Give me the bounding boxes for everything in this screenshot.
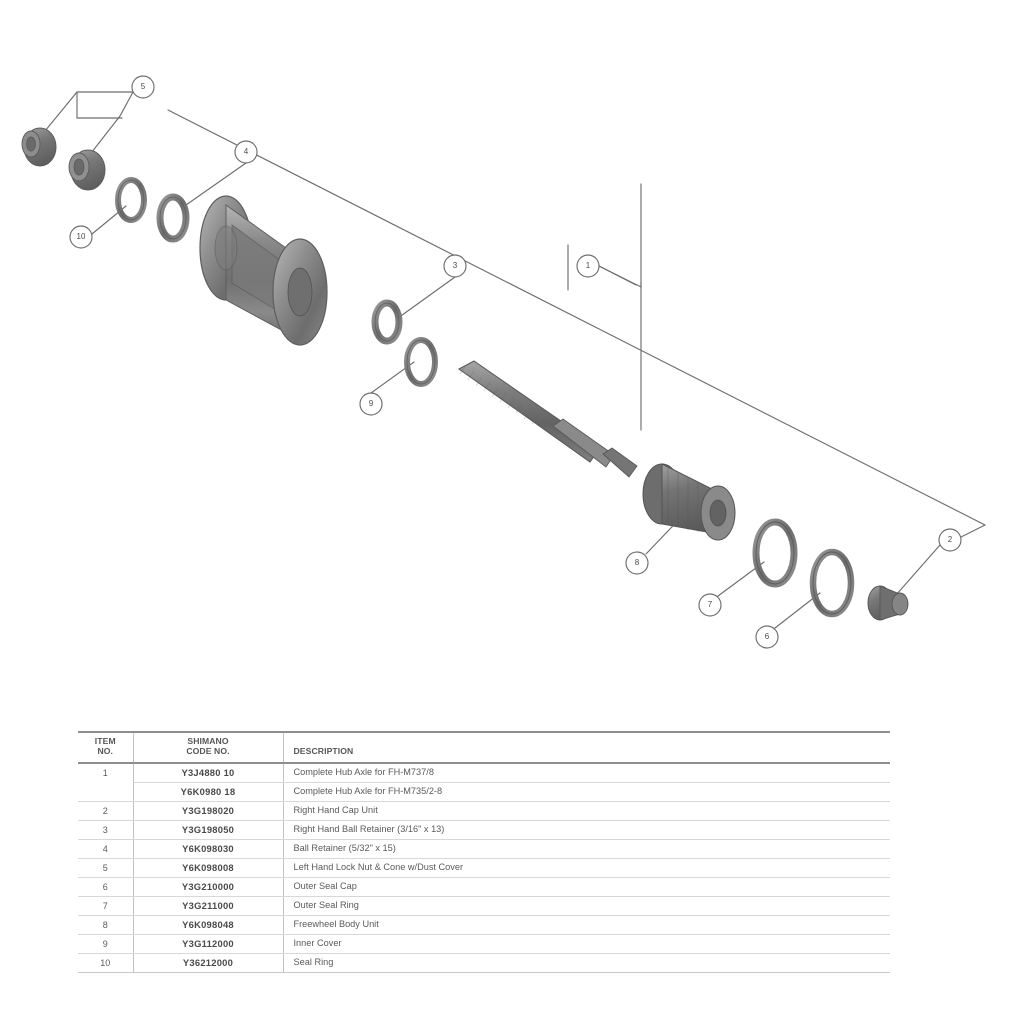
callout-circle-1	[576, 254, 600, 278]
cell-description: Left Hand Lock Nut & Cone w/Dust Cover	[283, 858, 890, 878]
cell-shimano-code-no: Y36212000	[133, 953, 284, 973]
callout-circle-4	[234, 140, 258, 164]
part-right-hand-cap-unit	[867, 585, 909, 621]
callout-circle-2	[938, 528, 962, 552]
callout-bubbles	[69, 75, 962, 649]
part-inner-cover	[404, 337, 438, 387]
bracket-1	[598, 183, 642, 288]
cell-description: Seal Ring	[283, 953, 890, 973]
header-description: DESCRIPTION	[283, 733, 890, 764]
cell-description: Right Hand Ball Retainer (3/16" x 13)	[283, 820, 890, 840]
cell-shimano-code-no: Y6K098048	[133, 915, 284, 935]
cell-shimano-code-no: Y3G210000	[133, 877, 284, 897]
part-ball-retainer-left	[156, 193, 190, 243]
callout-circle-10	[69, 225, 93, 249]
cell-shimano-code-no: Y3G112000	[133, 934, 284, 954]
cell-item-no: 5	[78, 858, 134, 878]
leader-3	[397, 276, 456, 319]
header-shimano-code-no: SHIMANO CODE NO.	[133, 733, 284, 764]
leader-4	[185, 162, 247, 206]
callout-circle-7	[698, 593, 722, 617]
cell-shimano-code-no: Y3G198020	[133, 801, 284, 821]
cell-shimano-code-no: Y3J4880 10	[133, 762, 284, 783]
part-hub-axle	[458, 360, 638, 478]
leader-5b	[87, 91, 134, 158]
cell-item-no: 8	[78, 915, 134, 935]
part-seal-ring-left	[115, 177, 147, 223]
cell-shimano-code-no: Y6K098008	[133, 858, 284, 878]
part-outer-seal-cap	[752, 518, 798, 588]
exploded-view-diagram: 5 4 10 3 1 9 8 7 6 2	[21, 75, 986, 649]
cell-description: Freewheel Body Unit	[283, 915, 890, 935]
leader-5-bracket	[76, 91, 123, 119]
leader-2-nut	[895, 544, 941, 596]
part-left-hand-lock-nut	[21, 127, 57, 167]
part-freewheel-body-unit	[642, 463, 736, 541]
cell-item-no	[78, 782, 134, 802]
cell-shimano-code-no: Y3G198050	[133, 820, 284, 840]
part-hub-shell	[199, 195, 328, 346]
header-item-no: ITEM NO.	[78, 733, 134, 764]
bracket-main-top	[167, 109, 986, 526]
part-outer-seal-ring	[809, 548, 855, 618]
diagram-canvas	[21, 75, 986, 649]
cell-item-no: 7	[78, 896, 134, 916]
table-header-row: ITEM NO. SHIMANO CODE NO. DESCRIPTION	[78, 733, 890, 764]
cell-description: Outer Seal Ring	[283, 896, 890, 916]
cell-shimano-code-no: Y3G211000	[133, 896, 284, 916]
cell-item-no: 3	[78, 820, 134, 840]
cell-item-no: 10	[78, 953, 134, 973]
cell-item-no: 2	[78, 801, 134, 821]
cell-item-no: 9	[78, 934, 134, 954]
leader-5a	[44, 91, 134, 132]
part-right-hand-ball-retainer	[371, 299, 403, 345]
cell-shimano-code-no: Y6K098030	[133, 839, 284, 859]
cell-description: Ball Retainer (5/32" x 15)	[283, 839, 890, 859]
leader-lines	[44, 91, 986, 629]
cell-item-no: 4	[78, 839, 134, 859]
cell-item-no: 1	[78, 762, 134, 783]
header-code-line2: CODE NO.	[186, 746, 230, 757]
cell-description: Right Hand Cap Unit	[283, 801, 890, 821]
cell-description: Complete Hub Axle for FH-M735/2-8	[283, 782, 890, 802]
header-item-no-line1: ITEM	[94, 736, 116, 746]
leader-2-right	[960, 524, 986, 538]
callout-circle-8	[625, 551, 649, 575]
callout-circle-5a	[131, 75, 155, 99]
cell-item-no: 6	[78, 877, 134, 897]
cell-description: Complete Hub Axle for FH-M737/8	[283, 762, 890, 783]
callout-circle-6	[755, 625, 779, 649]
part-left-hand-cone	[68, 149, 106, 191]
cell-description: Outer Seal Cap	[283, 877, 890, 897]
callout-circle-9	[359, 392, 383, 416]
callout-circle-3	[443, 254, 467, 278]
cell-description: Inner Cover	[283, 934, 890, 954]
parts-table-head: ITEM NO. SHIMANO CODE NO. DESCRIPTION	[78, 731, 890, 764]
header-code-line1: SHIMANO	[187, 736, 229, 746]
header-item-no-line2: NO.	[97, 746, 114, 757]
cell-shimano-code-no: Y6K0980 18	[133, 782, 284, 802]
